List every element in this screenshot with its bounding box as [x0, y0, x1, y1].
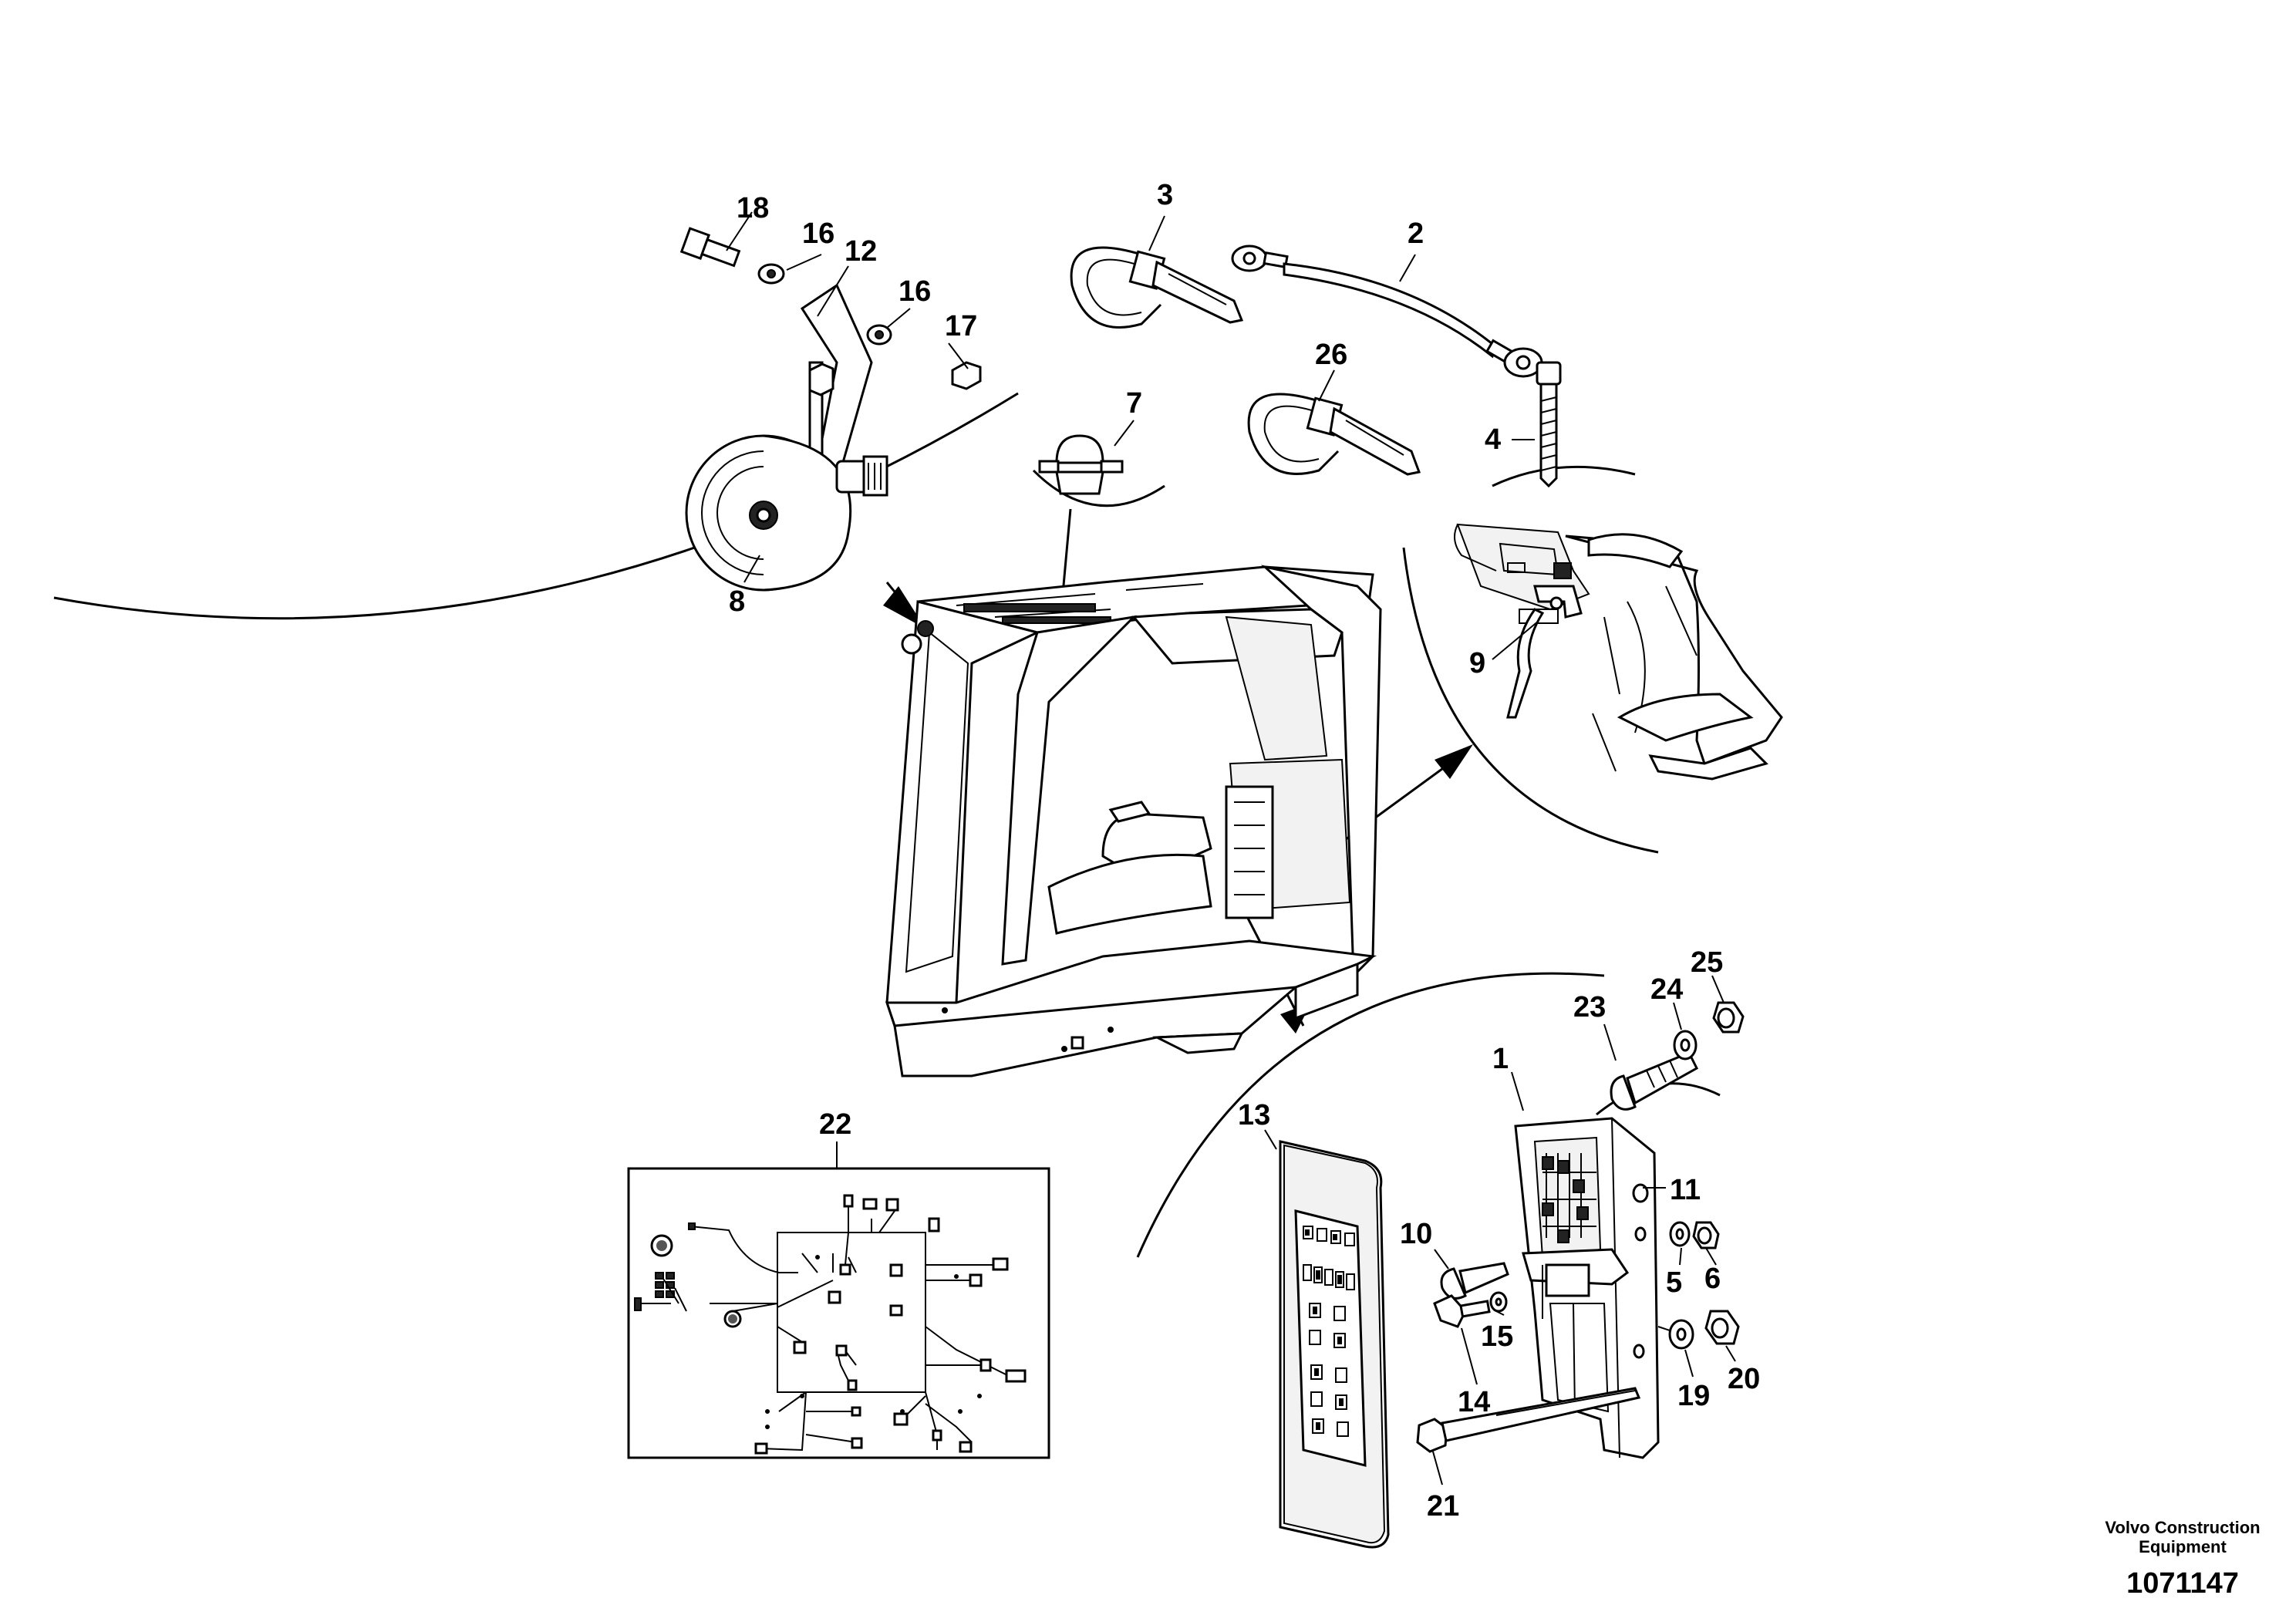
grommet-detail-arc: [1032, 469, 1165, 508]
label-16-upper: 16: [802, 218, 834, 250]
label-2: 2: [1408, 218, 1424, 250]
label-5: 5: [1666, 1266, 1682, 1299]
company-line-2: Equipment: [2139, 1537, 2227, 1556]
horn-detail-arc: [53, 392, 1019, 620]
cable-tie-26: [1247, 393, 1421, 476]
label-9: 9: [1469, 647, 1485, 679]
screw-10: [1440, 1262, 1509, 1300]
washer-24: [1673, 1030, 1698, 1061]
label-22: 22: [819, 1108, 851, 1141]
nut-6: [1692, 1221, 1720, 1249]
fuse-box-hardware: [1416, 975, 1745, 1485]
label-7: 7: [1126, 387, 1142, 420]
label-21: 21: [1427, 1490, 1459, 1523]
wiring-harness-22: [627, 1167, 1050, 1459]
washer-19: [1668, 1319, 1694, 1350]
label-25: 25: [1691, 946, 1723, 979]
label-6: 6: [1704, 1263, 1721, 1295]
callout-labels: 18 16 12 16 17 8 3 2 26 7 4 9 22 23 24 2…: [729, 179, 1760, 1523]
footer: Volvo Construction Equipment 1071147: [2105, 1518, 2260, 1600]
label-24: 24: [1650, 973, 1683, 1006]
nut-25: [1712, 1001, 1745, 1034]
label-1: 1: [1492, 1043, 1509, 1075]
cable-clamp-detail: [1454, 523, 1783, 781]
cable-detail-arc-large: [1402, 547, 1659, 854]
nut-20: [1704, 1310, 1740, 1345]
label-26: 26: [1315, 339, 1347, 371]
washer-15: [1489, 1291, 1508, 1313]
label-19: 19: [1677, 1380, 1710, 1412]
label-12: 12: [845, 235, 877, 268]
grommet-7: [1038, 434, 1124, 495]
horn-detail-arrowhead: [883, 586, 925, 629]
fuse-box-1: [1514, 1117, 1660, 1459]
grommet-detail-arrow: [1061, 508, 1072, 595]
screw-23: [1610, 1051, 1698, 1111]
label-20: 20: [1728, 1363, 1760, 1395]
screw-4: [1536, 361, 1562, 488]
label-13: 13: [1238, 1099, 1270, 1131]
bolt-21: [1416, 1387, 1641, 1453]
cable-detail-arrowhead: [1435, 744, 1473, 779]
washer-5: [1669, 1221, 1691, 1247]
label-11: 11: [1670, 1174, 1701, 1206]
label-8: 8: [729, 585, 745, 618]
label-23: 23: [1573, 991, 1606, 1023]
label-10: 10: [1400, 1218, 1432, 1250]
company-line-1: Volvo Construction: [2105, 1518, 2260, 1537]
label-16-lower: 16: [899, 275, 931, 308]
ground-cable-2: [1231, 244, 1543, 378]
cable-detail-arc: [1492, 465, 1636, 487]
drawing-number: 1071147: [2126, 1567, 2239, 1600]
cable-tie-3: [1070, 246, 1244, 329]
label-4: 4: [1485, 423, 1501, 456]
label-14: 14: [1458, 1386, 1490, 1418]
knob-14: [1433, 1294, 1491, 1328]
label-15: 15: [1481, 1320, 1513, 1353]
operator-cab: [885, 565, 1382, 1077]
horn-assembly: [679, 227, 982, 592]
fusebox-detail-arc: [1136, 972, 1605, 1258]
label-17: 17: [945, 310, 977, 342]
cover-13: [1279, 1140, 1390, 1549]
label-18: 18: [737, 192, 769, 224]
label-3: 3: [1157, 179, 1173, 211]
